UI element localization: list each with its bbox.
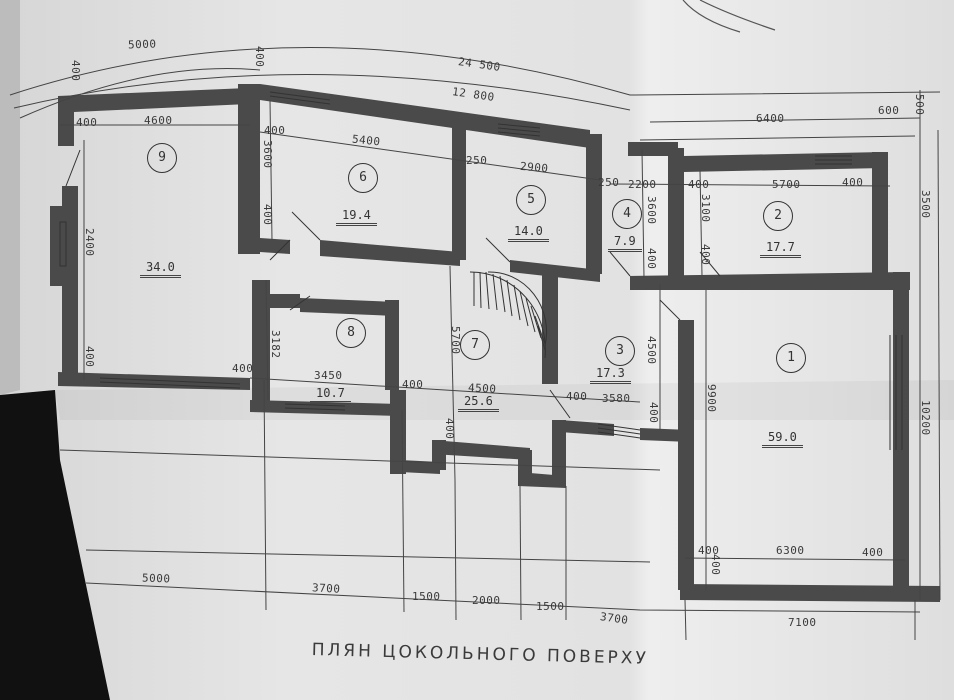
room-number-4: 4 <box>612 199 642 229</box>
dim-wall-d: 400 <box>842 176 864 189</box>
dim-bottom-3: 1500 <box>412 590 441 603</box>
dim-wall-400a: 400 <box>402 378 424 391</box>
room-area-8: 10.7 <box>310 386 351 404</box>
dim-room3-width: 3580 <box>602 392 631 405</box>
dimension-lines <box>9 47 941 641</box>
dim-bottom-1: 5000 <box>141 571 171 586</box>
dim-offset-600: 600 <box>878 104 900 117</box>
pencil-mark <box>682 0 741 33</box>
room-area-2: 17.7 <box>760 240 801 258</box>
dim-wall-400c: 400 <box>232 362 254 375</box>
dim-room1-wall-right: 400 <box>862 546 884 559</box>
dim-right-10200: 10200 <box>919 400 932 436</box>
dim-offset-500: 500 <box>913 94 926 116</box>
room-number-3: 3 <box>605 336 635 366</box>
dim-wall-left: 400 <box>76 116 98 129</box>
dim-room2-width: 5700 <box>772 178 801 191</box>
dim-room9-inner: 4600 <box>144 114 173 127</box>
dim-room4-depth: 3600 <box>645 196 658 225</box>
dim-room5-width: 2900 <box>519 159 550 176</box>
dim-bottom-7: 7100 <box>788 616 817 629</box>
room-number-6: 6 <box>348 163 378 193</box>
dim-room3-depth: 4500 <box>645 336 658 365</box>
dim-room9-outer: 5000 <box>127 37 157 52</box>
dim-wall-400: 400 <box>443 418 456 440</box>
room-number-2: 2 <box>763 201 793 231</box>
dim-top-400b: 400 <box>69 60 82 82</box>
room-area-9: 34.0 <box>140 260 181 278</box>
dim-room1-wall-left: 400 <box>698 544 720 557</box>
dim-corridor: 250 <box>598 176 620 189</box>
room-number-7: 7 <box>460 330 490 360</box>
dim-room8-width: 3450 <box>314 369 343 382</box>
dim-wall-400: 400 <box>261 204 274 226</box>
doors <box>65 149 721 419</box>
dim-wall-400: 400 <box>699 244 712 266</box>
dim-room4-width: 2200 <box>628 178 657 191</box>
dim-room2-depth: 3100 <box>699 194 712 223</box>
room-area-7: 25.6 <box>458 394 499 412</box>
dim-room9-depth: 2400 <box>83 228 96 257</box>
dim-wall-400: 400 <box>709 554 722 576</box>
walls <box>50 84 940 602</box>
dim-partition: 250 <box>466 154 488 167</box>
dim-right-wing: 6400 <box>756 112 785 125</box>
dim-bottom-5: 1500 <box>536 600 565 613</box>
room-area-5: 14.0 <box>508 224 549 242</box>
dim-wall-400: 400 <box>647 402 660 424</box>
dim-top-400: 400 <box>253 46 266 68</box>
dim-wall-400: 400 <box>645 248 658 270</box>
dim-room8-depth: 3182 <box>269 330 282 359</box>
spiral-staircase <box>469 271 548 359</box>
room-area-3: 17.3 <box>590 366 631 384</box>
room-area-4: 7.9 <box>608 234 642 252</box>
dim-wall-400: 400 <box>83 346 96 368</box>
windows <box>59 91 903 450</box>
dim-wall-c: 400 <box>688 178 710 191</box>
dim-room7-depth: 5700 <box>449 326 462 355</box>
room-area-6: 19.4 <box>336 208 377 226</box>
room-number-9: 9 <box>147 143 177 173</box>
room-number-8: 8 <box>336 318 366 348</box>
dim-right-3500: 3500 <box>919 190 932 219</box>
dim-wall-a: 400 <box>264 124 286 137</box>
dim-room6-depth: 3600 <box>261 140 274 169</box>
dim-room1-depth: 9900 <box>705 384 718 413</box>
room-number-1: 1 <box>776 343 806 373</box>
dim-room7-width: 4500 <box>467 381 497 396</box>
dim-room1-inner: 6300 <box>776 544 805 557</box>
dim-bottom-4: 2000 <box>472 594 501 607</box>
dim-bottom-2: 3700 <box>311 581 341 596</box>
room-area-1: 59.0 <box>762 430 803 448</box>
room-number-5: 5 <box>516 185 546 215</box>
dim-wall-400b: 400 <box>566 390 588 403</box>
